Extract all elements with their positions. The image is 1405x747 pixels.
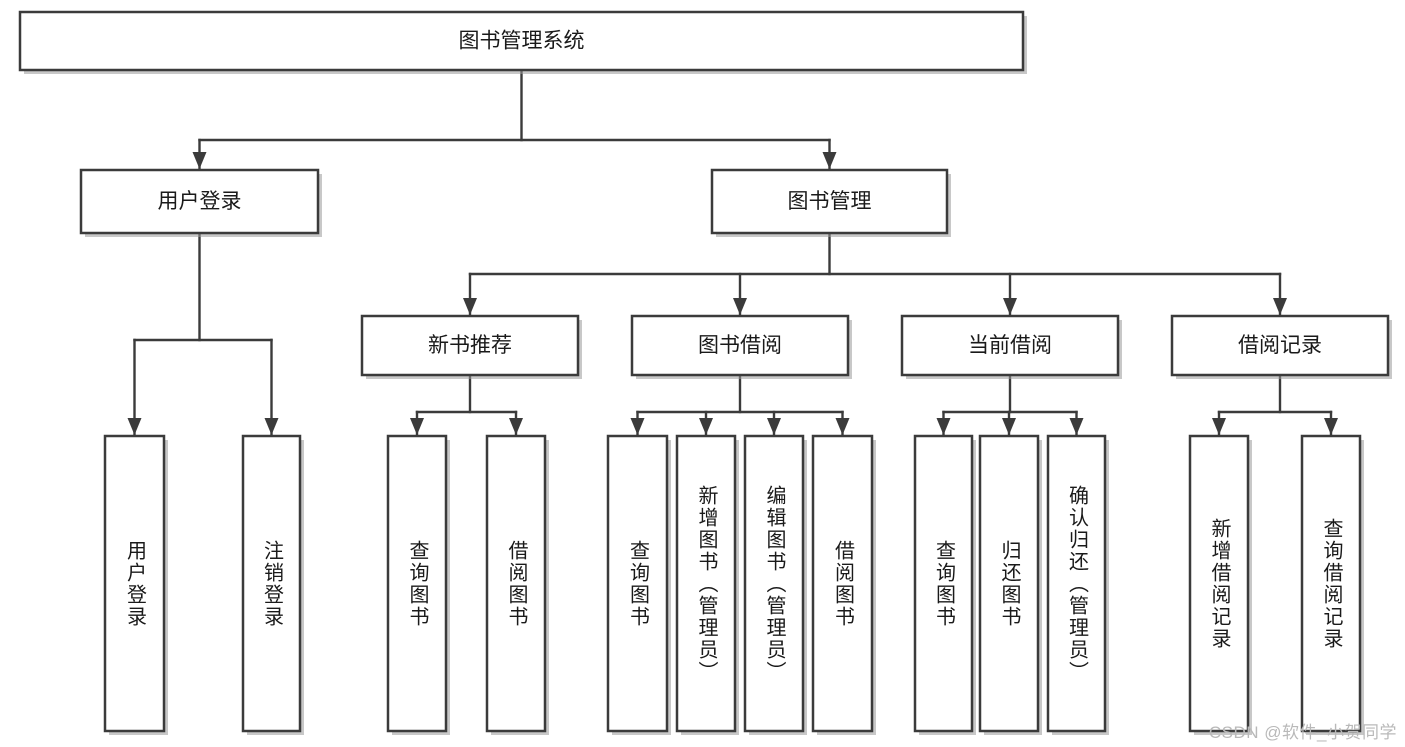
arrow-head-icon-leaf-5 <box>699 418 713 435</box>
arrow-head-icon-leaf-10 <box>1069 418 1084 435</box>
connector-layer <box>127 68 1338 436</box>
node-leaf-8[interactable] <box>913 434 974 733</box>
arrow-head-icon-leaf-1 <box>264 418 279 435</box>
arrow-head-icon-level2-0 <box>192 152 207 169</box>
node-leaf-2[interactable] <box>386 434 448 733</box>
node-leaf-5[interactable] <box>675 434 737 733</box>
arrow-head-icon-leaf-9 <box>1002 418 1016 435</box>
watermark-text: CSDN @软件_小贺同学 <box>1208 723 1397 742</box>
node-label-level3-1: 图书借阅 <box>698 334 782 357</box>
node-leaf-6[interactable] <box>743 434 805 733</box>
arrow-head-icon-leaf-6 <box>767 418 781 435</box>
node-label-level2-1: 图书管理 <box>788 190 872 213</box>
node-leaf-10[interactable] <box>1046 434 1107 733</box>
node-leaf-3[interactable] <box>485 434 547 733</box>
arrow-head-icon-level2-1 <box>822 152 837 169</box>
node-level3-2[interactable] <box>900 314 1120 377</box>
node-label-level3-0: 新书推荐 <box>428 334 512 357</box>
node-level3-3[interactable] <box>1170 314 1390 377</box>
node-label-level2-0: 用户登录 <box>158 190 242 213</box>
node-level2-1[interactable] <box>710 168 949 235</box>
node-leaf-0[interactable] <box>103 434 166 733</box>
node-level2-0[interactable] <box>79 168 320 235</box>
box-layer <box>18 10 1392 735</box>
arrow-head-icon-leaf-8 <box>936 418 951 435</box>
node-level3-1[interactable] <box>630 314 850 377</box>
node-leaf-1[interactable] <box>241 434 302 733</box>
node-level3-0[interactable] <box>360 314 580 377</box>
arrow-head-icon-leaf-2 <box>410 418 424 435</box>
arrow-head-icon-leaf-11 <box>1212 418 1226 435</box>
arrow-head-icon-leaf-4 <box>630 418 645 435</box>
arrow-head-icon-level3-0 <box>463 298 477 315</box>
node-leaf-12[interactable] <box>1300 434 1362 733</box>
node-leaf-11[interactable] <box>1188 434 1250 733</box>
arrow-head-icon-level3-1 <box>733 298 747 315</box>
arrow-head-icon-leaf-3 <box>509 418 523 435</box>
node-leaf-7[interactable] <box>811 434 874 733</box>
node-leaf-9[interactable] <box>978 434 1040 733</box>
arrow-head-icon-leaf-7 <box>835 418 850 435</box>
node-label-level3-2: 当前借阅 <box>968 334 1052 357</box>
node-label-root: 图书管理系统 <box>459 30 585 53</box>
arrow-head-icon-leaf-12 <box>1324 418 1338 435</box>
node-label-level3-3: 借阅记录 <box>1238 334 1322 357</box>
arrow-head-icon-level3-3 <box>1273 298 1287 315</box>
node-root-图书管理系统[interactable] <box>18 10 1025 72</box>
arrow-head-icon-level3-2 <box>1003 298 1017 315</box>
arrow-head-icon-leaf-0 <box>127 418 142 435</box>
node-leaf-4[interactable] <box>606 434 669 733</box>
